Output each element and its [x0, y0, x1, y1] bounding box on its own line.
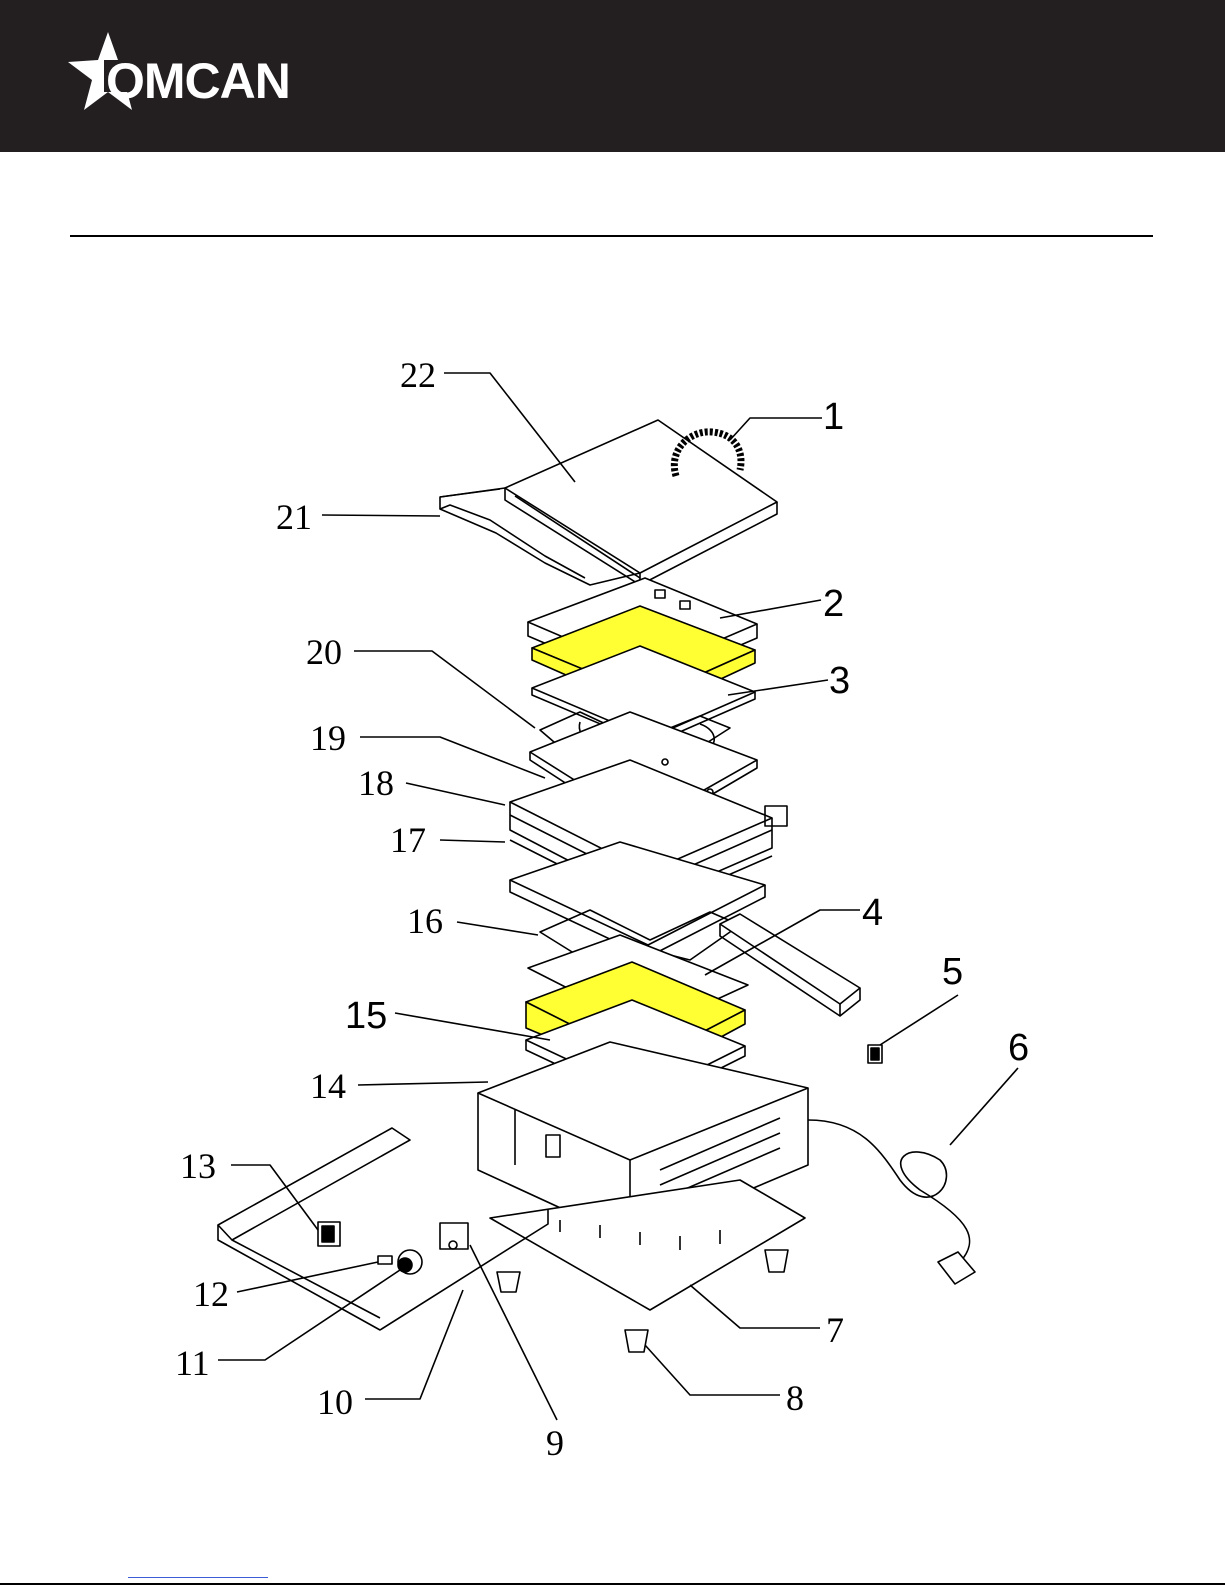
part-11-thermostat-knob: [398, 1250, 422, 1274]
callout-5: 5: [942, 951, 963, 993]
part-13-rocker-switch: [318, 1222, 340, 1246]
callout-13: 13: [180, 1146, 216, 1186]
callout-21: 21: [276, 497, 312, 537]
part-10-side-panel: [218, 1128, 548, 1330]
callout-3: 3: [829, 660, 850, 702]
callout-22: 22: [400, 355, 436, 395]
callout-2: 2: [823, 583, 844, 625]
callout-9: 9: [546, 1423, 564, 1463]
callout-16: 16: [407, 901, 443, 941]
part-5-switch: [868, 1045, 882, 1063]
callout-4: 4: [862, 892, 883, 934]
callout-1: 1: [823, 396, 844, 438]
callout-18: 18: [358, 763, 394, 803]
callout-6: 6: [1008, 1027, 1029, 1069]
callout-20: 20: [306, 632, 342, 672]
callout-15: 15: [345, 995, 387, 1037]
callout-10: 10: [317, 1382, 353, 1422]
callout-11: 11: [175, 1343, 210, 1383]
part-12-indicator: [378, 1256, 392, 1264]
diagram-drawing: [218, 373, 1018, 1420]
part-9-terminal-block: [440, 1223, 468, 1249]
callout-7: 7: [826, 1310, 844, 1350]
part-7-base-plate: [490, 1180, 805, 1310]
part-4-crumb-tray: [720, 914, 860, 1016]
callout-17: 17: [390, 820, 426, 860]
callout-12: 12: [193, 1274, 229, 1314]
callout-14: 14: [310, 1066, 346, 1106]
callout-19: 19: [310, 718, 346, 758]
footer-link-underline[interactable]: [128, 1577, 268, 1578]
callout-8: 8: [786, 1378, 804, 1418]
